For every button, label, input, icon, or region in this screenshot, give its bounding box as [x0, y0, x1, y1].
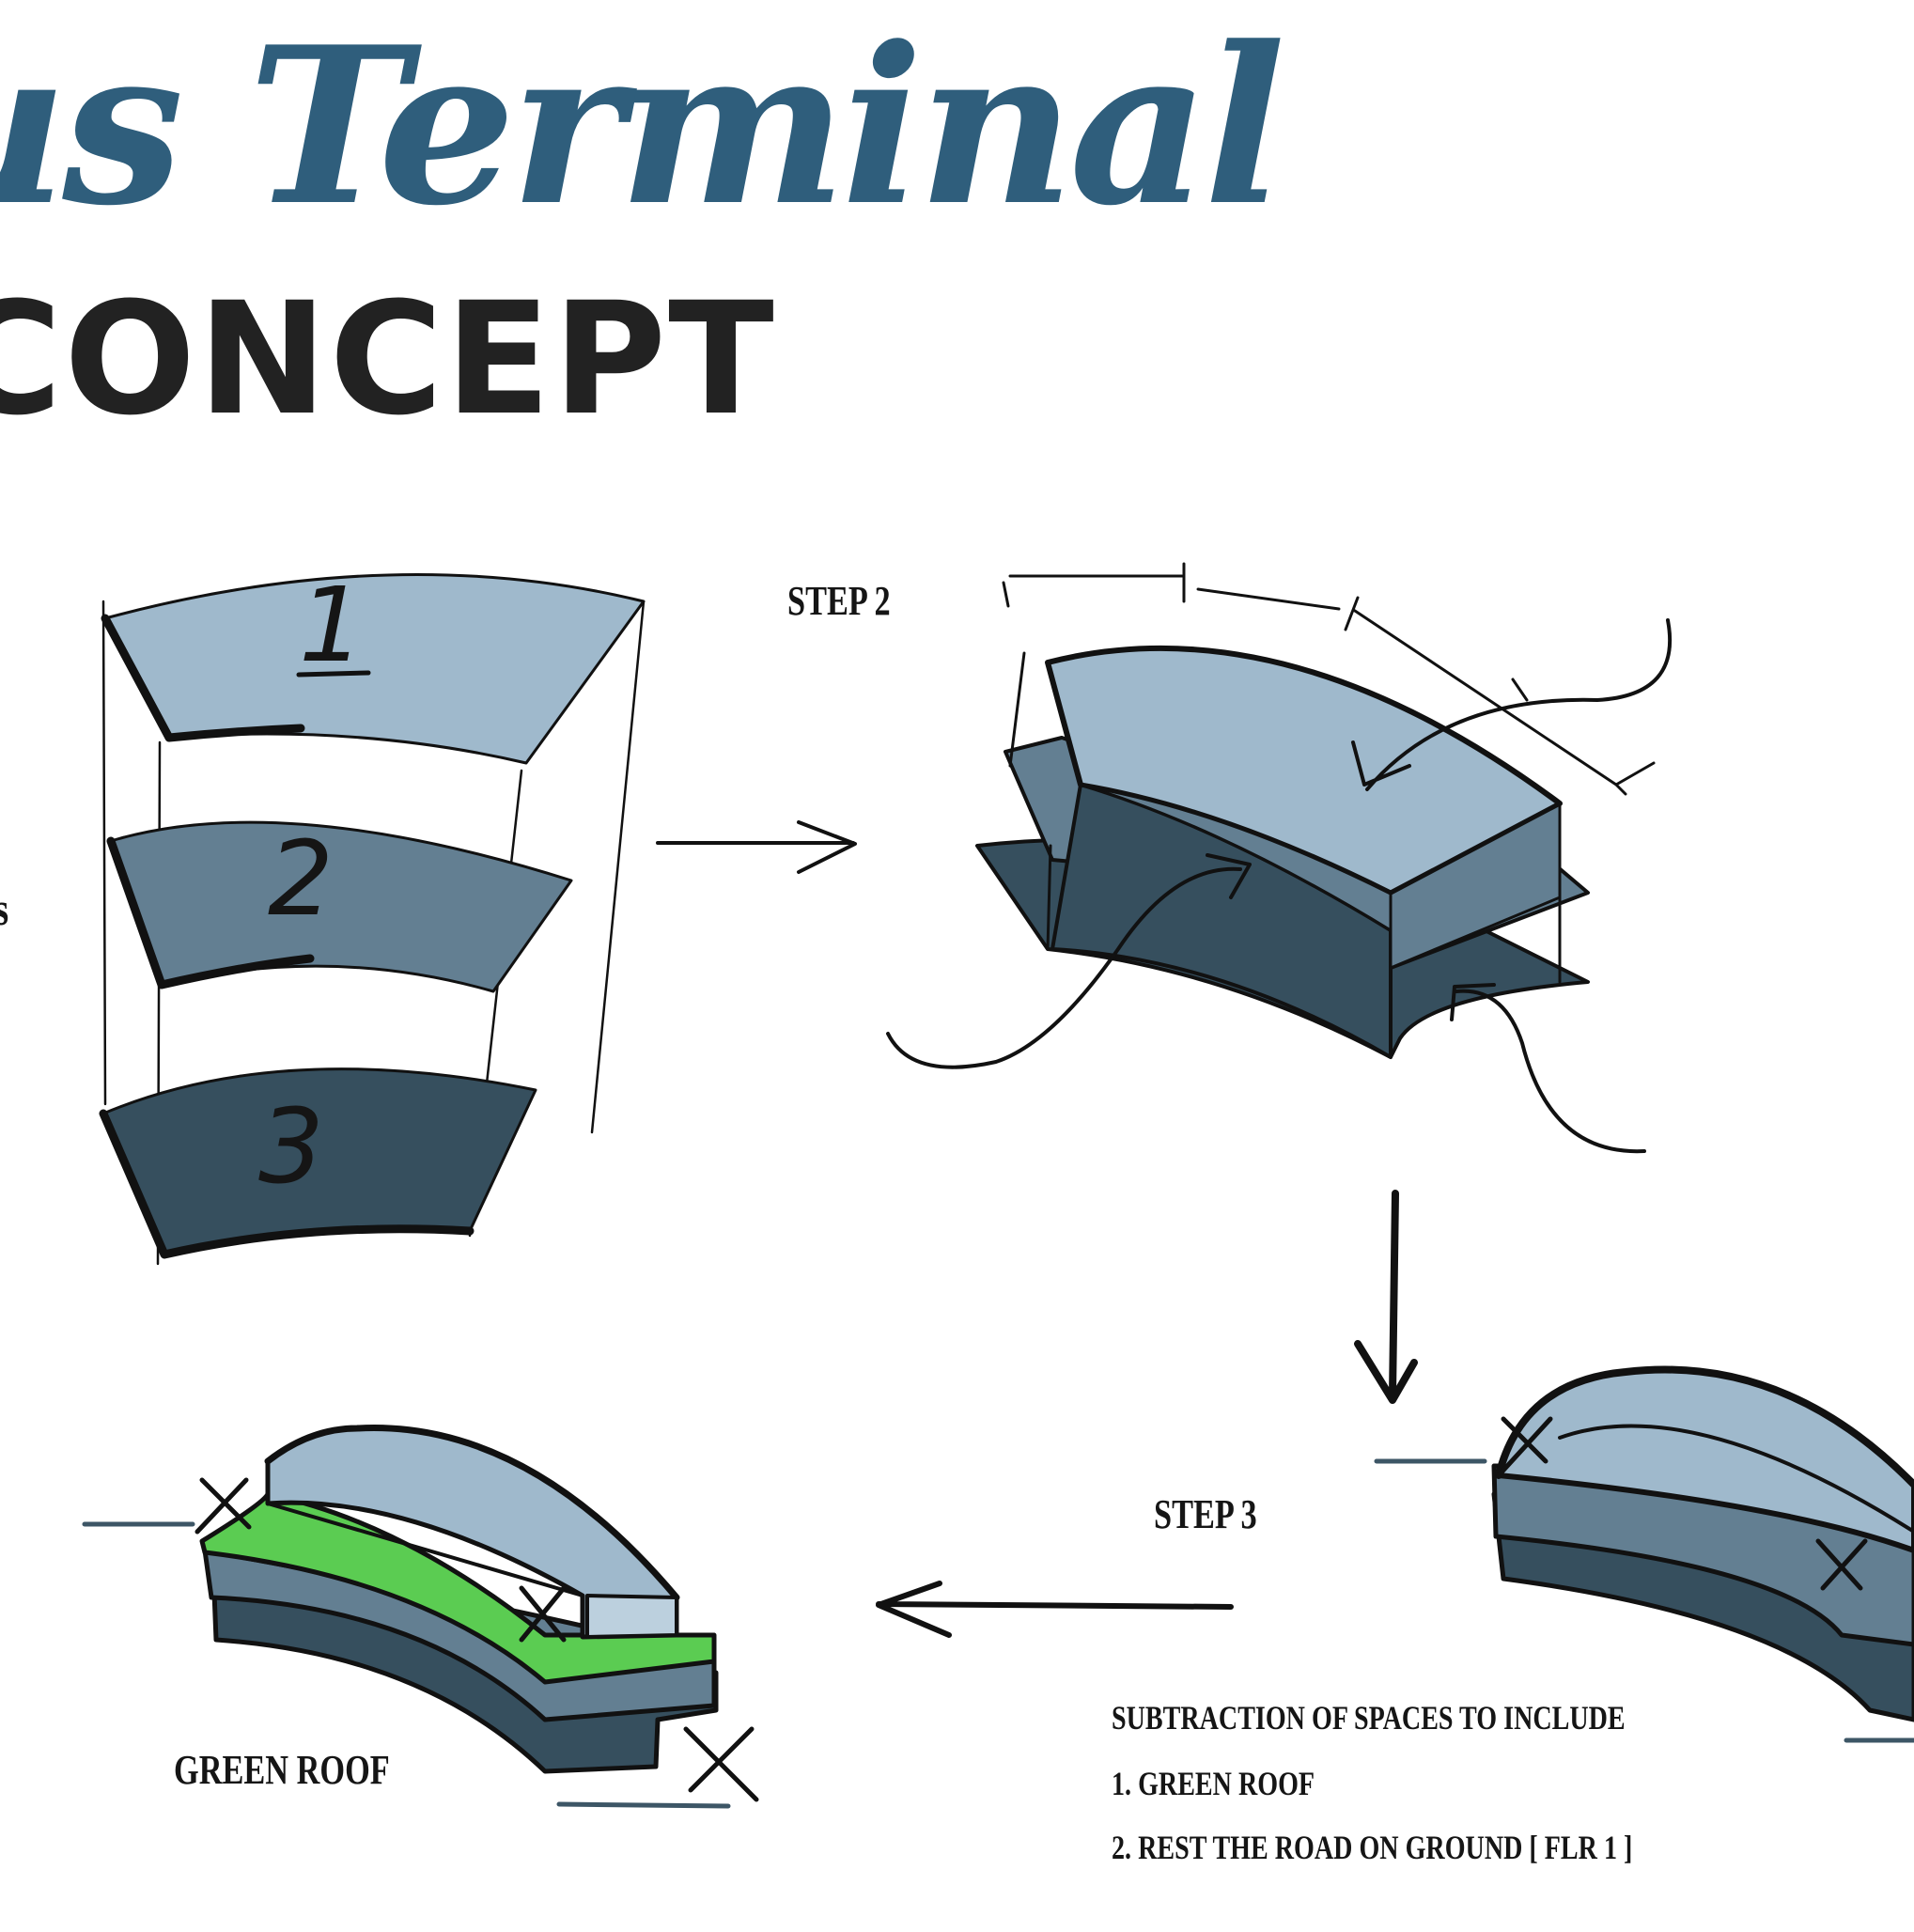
step-1-guide-lines [101, 600, 646, 1266]
green-roof-top-edge [266, 1502, 584, 1639]
layer-number-2: 2 [268, 818, 334, 939]
arrow-right-icon [656, 820, 857, 874]
step-1-layer-3-edge [99, 1109, 475, 1259]
green-roof-block-end [585, 1594, 678, 1639]
arrow-down-icon [1354, 1190, 1418, 1404]
step-2-label: STEP 2 [787, 578, 891, 624]
step-1-layer-2-edge [106, 836, 315, 989]
x-mark-icon [683, 1726, 759, 1802]
green-roof-label: GREEN ROOF [174, 1747, 390, 1793]
ground-lines [1374, 1458, 1914, 1743]
step-3-label: STEP 3 [1154, 1491, 1257, 1537]
note-item-1: 1. GREEN ROOF [1112, 1765, 1315, 1802]
x-mark-icon [519, 1585, 567, 1643]
x-mark-icon [1815, 1538, 1868, 1591]
x-mark-icon [195, 1477, 252, 1535]
step-2-top-outline [1045, 645, 1563, 806]
layer-number-1: 1 [299, 565, 365, 685]
layer-number-3: 3 [258, 1086, 324, 1207]
step-2-stack [886, 562, 1673, 1154]
step-3-stack [1374, 1365, 1914, 1743]
step-2-vertical-lines [1008, 651, 1562, 1059]
note-heading: SUBTRACTION OF SPACES TO INCLUDE [1112, 1699, 1626, 1737]
step-1-layer-1-edge [101, 614, 305, 742]
concept-heading: CONCEPT [0, 269, 776, 449]
green-roof-outline [264, 1425, 680, 1601]
arrow-left-icon [876, 1581, 1234, 1638]
step-1-stack [99, 572, 646, 1266]
ground-lines [82, 1521, 731, 1809]
step-1-layer-2 [109, 820, 573, 993]
step-2-dimension-lines [1002, 562, 1656, 796]
note-item-2: 2. REST THE ROAD ON GROUND [ FLR 1 ] [1112, 1829, 1633, 1866]
arrow-curved-icon [1450, 983, 1646, 1154]
x-mark-icon [1496, 1416, 1553, 1478]
step-3-outline [1495, 1365, 1914, 1488]
step-1-label-fragment: s [0, 885, 8, 932]
layer-1-underline [296, 670, 371, 678]
arrow-curved-icon [1351, 618, 1673, 791]
step-1-layer-1 [103, 572, 646, 765]
step-3-step-line [1558, 1424, 1914, 1534]
arrow-curved-icon [886, 853, 1252, 1069]
green-roof-model [82, 1425, 759, 1809]
title-text: us Terminal [0, 0, 1285, 254]
